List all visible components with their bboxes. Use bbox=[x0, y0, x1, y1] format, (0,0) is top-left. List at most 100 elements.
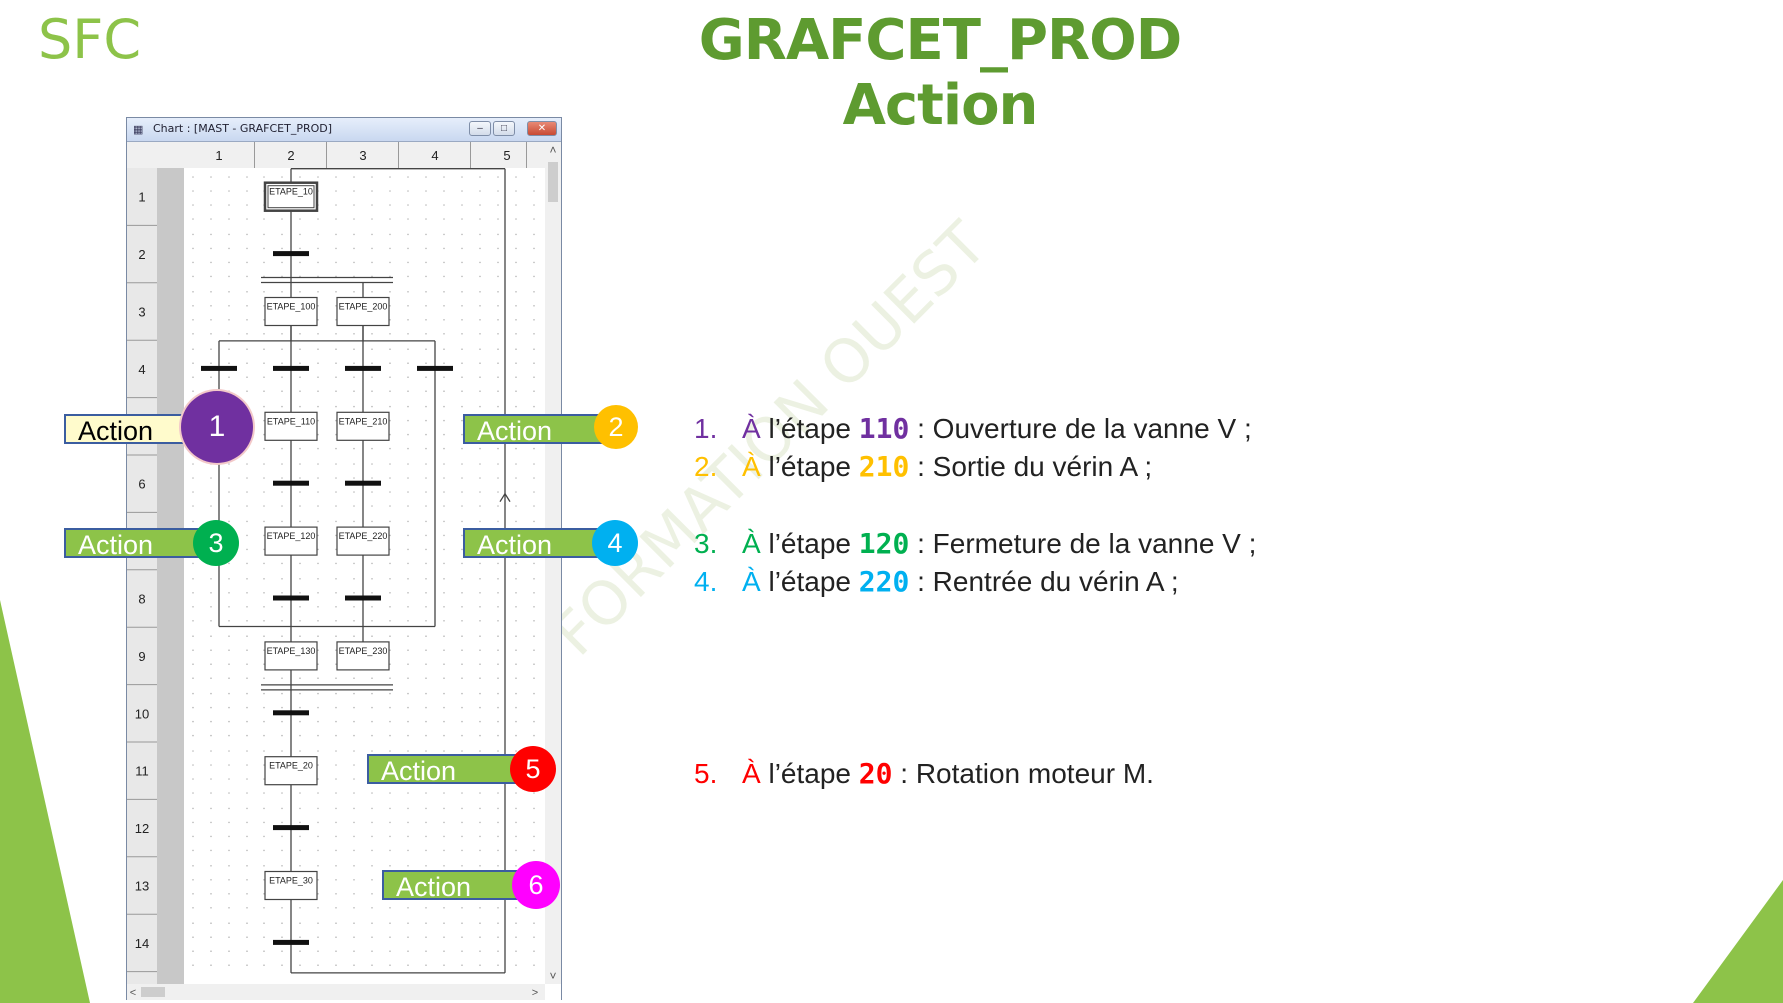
grid-dot bbox=[210, 578, 212, 580]
grid-dot bbox=[497, 319, 499, 321]
grid-dot bbox=[533, 348, 535, 350]
grid-dot bbox=[371, 218, 373, 220]
grid-dot bbox=[353, 964, 355, 966]
sfc-transition bbox=[273, 825, 309, 831]
grid-dot bbox=[515, 247, 517, 250]
grid-dot bbox=[210, 463, 212, 465]
grid-dot bbox=[353, 936, 355, 938]
grid-dot bbox=[371, 907, 373, 909]
grid-dot bbox=[425, 562, 427, 565]
grid-dot bbox=[281, 821, 283, 824]
grid-dot bbox=[210, 190, 212, 192]
grid-dot bbox=[228, 778, 230, 780]
grid-dot bbox=[461, 548, 463, 551]
grid-dot bbox=[353, 390, 355, 392]
grid-dot bbox=[192, 204, 194, 206]
grid-dot bbox=[281, 463, 283, 465]
grid-dot bbox=[192, 463, 194, 465]
grid-dot bbox=[353, 477, 355, 479]
grid-dot bbox=[210, 204, 212, 206]
grid-dot bbox=[246, 663, 248, 665]
grid-dot bbox=[461, 247, 463, 250]
grid-dot bbox=[281, 562, 283, 565]
grid-dot bbox=[246, 362, 248, 364]
grid-dot bbox=[371, 677, 373, 679]
sfc-transition bbox=[273, 710, 309, 716]
grid-dot bbox=[389, 562, 391, 565]
grid-dot bbox=[425, 750, 427, 752]
grid-dot bbox=[461, 405, 463, 408]
grid-dot bbox=[228, 849, 230, 852]
sfc-step bbox=[264, 296, 318, 327]
grid-dot bbox=[497, 734, 499, 737]
grid-dot bbox=[353, 764, 355, 766]
action-badge-2: 2 bbox=[594, 405, 638, 449]
grid-dot bbox=[443, 677, 445, 679]
window-titlebar[interactable]: ▦ Chart : [MAST - GRAFCET_PROD] – □ ✕ bbox=[127, 118, 561, 142]
sfc-step bbox=[336, 641, 390, 671]
grid-dot bbox=[461, 176, 463, 178]
grid-dot bbox=[389, 247, 391, 250]
grid-dot bbox=[192, 261, 194, 264]
grid-dot bbox=[263, 649, 265, 651]
grid-dot bbox=[461, 562, 463, 565]
grid-dot bbox=[263, 606, 265, 608]
arrow-up-icon bbox=[499, 492, 511, 503]
grid-dot bbox=[299, 376, 301, 378]
grid-dot bbox=[389, 663, 391, 665]
grid-dot bbox=[281, 520, 283, 523]
grid-dot bbox=[263, 865, 265, 867]
grid-dot bbox=[210, 491, 212, 493]
grid-dot bbox=[281, 692, 283, 695]
grid-dot bbox=[443, 807, 445, 810]
grid-dot bbox=[443, 233, 445, 236]
grid-dot bbox=[335, 562, 337, 565]
grid-dot bbox=[515, 218, 517, 220]
grid-dot bbox=[443, 319, 445, 321]
grid-dot bbox=[335, 247, 337, 250]
grid-dot bbox=[317, 447, 319, 450]
grid-dot bbox=[246, 291, 248, 293]
grid-dot bbox=[192, 692, 194, 695]
grid-dot bbox=[281, 390, 283, 392]
grid-dot bbox=[533, 792, 535, 794]
grid-dot bbox=[533, 176, 535, 178]
grid-dot bbox=[228, 936, 230, 938]
scroll-left-icon: < bbox=[130, 987, 136, 999]
grid-dot bbox=[443, 275, 445, 278]
action-callout-2: Action bbox=[463, 414, 613, 446]
grid-dot bbox=[479, 922, 481, 924]
grid-dot bbox=[533, 477, 535, 479]
grid-dot bbox=[497, 807, 499, 810]
grid-dot bbox=[461, 592, 463, 594]
grid-dot bbox=[228, 176, 230, 178]
grid-dot bbox=[515, 520, 517, 523]
grid-dot bbox=[425, 635, 427, 637]
minimize-button[interactable]: – bbox=[469, 121, 491, 136]
grid-dot bbox=[263, 922, 265, 924]
grid-dot bbox=[461, 677, 463, 679]
grid-dot bbox=[497, 792, 499, 794]
sfc-step-label: ETAPE_200 bbox=[339, 302, 388, 312]
grid-dot bbox=[246, 692, 248, 695]
grid-dot bbox=[389, 376, 391, 378]
grid-dot bbox=[425, 233, 427, 236]
grid-dot bbox=[210, 477, 212, 479]
grid-dot bbox=[210, 706, 212, 709]
column-header: 5 bbox=[503, 148, 510, 163]
grid-dot bbox=[263, 964, 265, 966]
grid-dot bbox=[425, 319, 427, 321]
grid-dot bbox=[515, 477, 517, 479]
grid-dot bbox=[263, 835, 265, 838]
grid-dot bbox=[281, 578, 283, 580]
close-button[interactable]: ✕ bbox=[527, 121, 557, 136]
grid-dot bbox=[497, 907, 499, 909]
grid-dot bbox=[479, 706, 481, 709]
sfc-step-label: ETAPE_210 bbox=[339, 416, 388, 426]
grid-dot bbox=[515, 950, 517, 952]
maximize-button[interactable]: □ bbox=[493, 121, 515, 136]
sfc-transition bbox=[417, 365, 453, 371]
grid-dot bbox=[407, 477, 409, 479]
grid-dot bbox=[533, 447, 535, 450]
